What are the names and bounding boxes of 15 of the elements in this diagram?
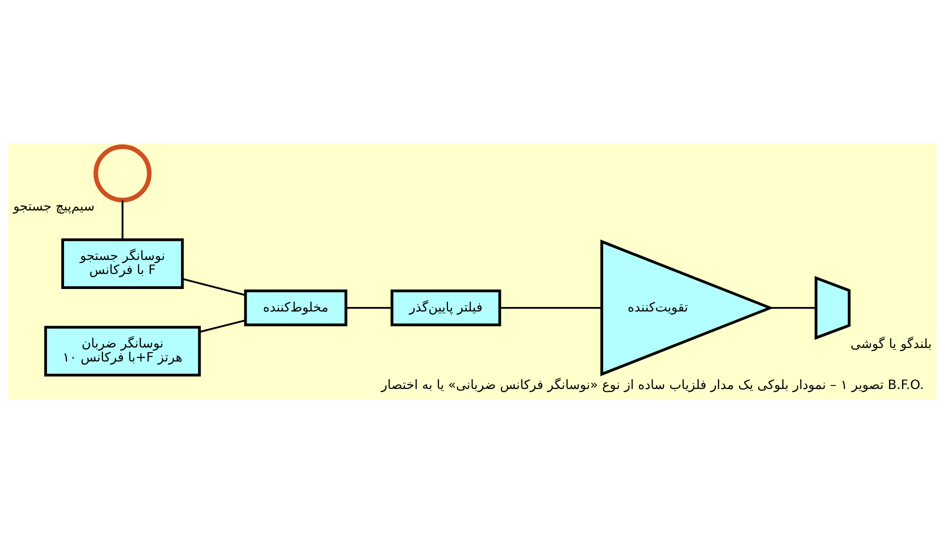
- node-box: مخلوط‌کننده: [244, 289, 348, 326]
- node-box: نوسانگر جستجو با فرکانس F: [61, 238, 184, 289]
- node-box: فیلتر پایین‌گذر: [390, 289, 502, 326]
- connector: [770, 306, 816, 309]
- node-label: بلندگو یا گوشی: [850, 337, 932, 352]
- node-speaker: [814, 276, 851, 340]
- node-box: نوسانگر ضربان با فرکانس ۱۰+F هرتز: [44, 326, 201, 377]
- node-circle: [94, 144, 152, 202]
- connector: [500, 306, 602, 309]
- connector: [122, 200, 124, 240]
- caption: تصویر ۱ – نمودار بلوکی یک مدار فلزیاب ساده از نوع «نوسانگر فرکانس ضربانی» یا به اختصار B.F.O.: [381, 378, 924, 394]
- node-label: سیم‌پیچ جستجو: [13, 199, 95, 214]
- connector: [346, 306, 392, 309]
- connector: [182, 278, 246, 296]
- connector: [199, 319, 246, 333]
